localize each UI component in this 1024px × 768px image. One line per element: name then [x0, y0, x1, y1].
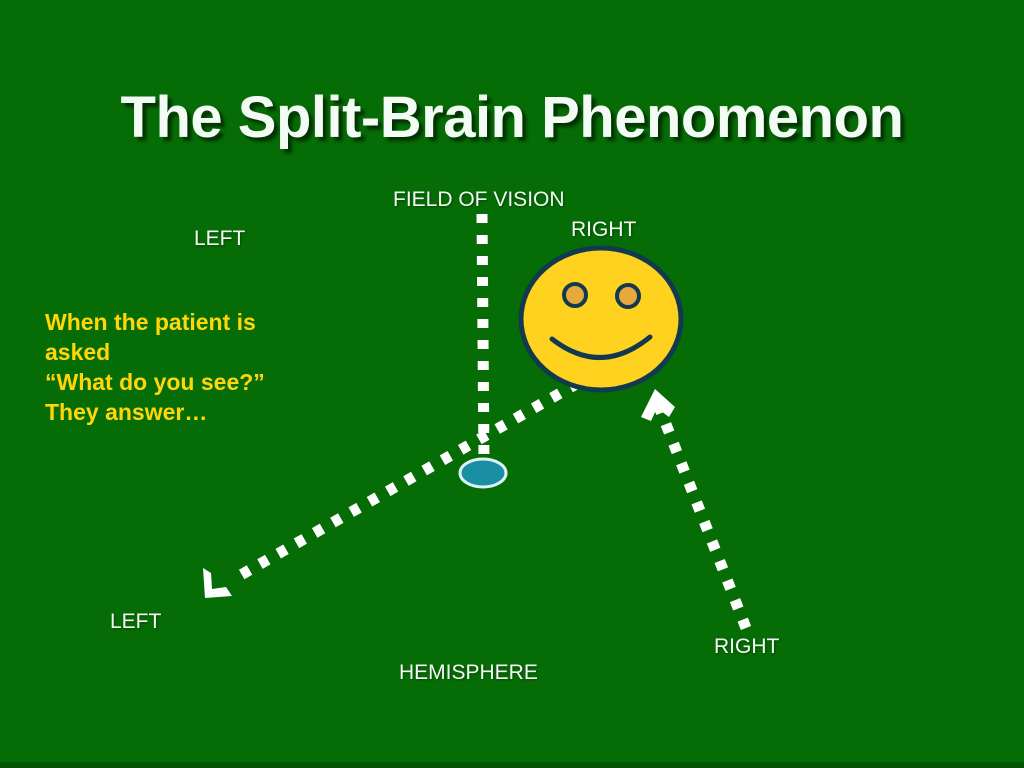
smiley-right-eye-icon: [615, 283, 641, 309]
caption-line-4: They answer…: [45, 399, 208, 425]
right-hemisphere-line: [652, 401, 752, 631]
optic-chiasm-ellipse: [458, 457, 508, 489]
label-hemisphere-right: RIGHT: [714, 635, 780, 658]
slide-bottom-edge: [0, 762, 1024, 768]
page-title: The Split-Brain Phenomenon: [120, 85, 904, 150]
right-arrowhead-icon: [641, 389, 675, 421]
label-hemisphere-left: LEFT: [110, 610, 162, 633]
smiley-mouth-icon: [549, 334, 653, 360]
caption-block: When the patient is asked “What do you s…: [45, 307, 335, 427]
midline-dotted-line: [476, 213, 490, 463]
label-field-right: RIGHT: [571, 218, 637, 241]
label-field-of-vision: FIELD OF VISION: [393, 188, 565, 211]
smiley-left-eye-icon: [562, 282, 588, 308]
smiley-face-icon: [518, 245, 684, 393]
caption-line-1: When the patient is: [45, 309, 256, 335]
caption-line-3: “What do you see?”: [45, 369, 265, 395]
caption-line-2: asked: [45, 339, 111, 365]
left-arrowhead-icon: [203, 568, 232, 598]
label-hemisphere: HEMISPHERE: [399, 661, 538, 684]
right-field-to-left-hemisphere-line: [229, 378, 581, 585]
label-field-left: LEFT: [194, 227, 246, 250]
